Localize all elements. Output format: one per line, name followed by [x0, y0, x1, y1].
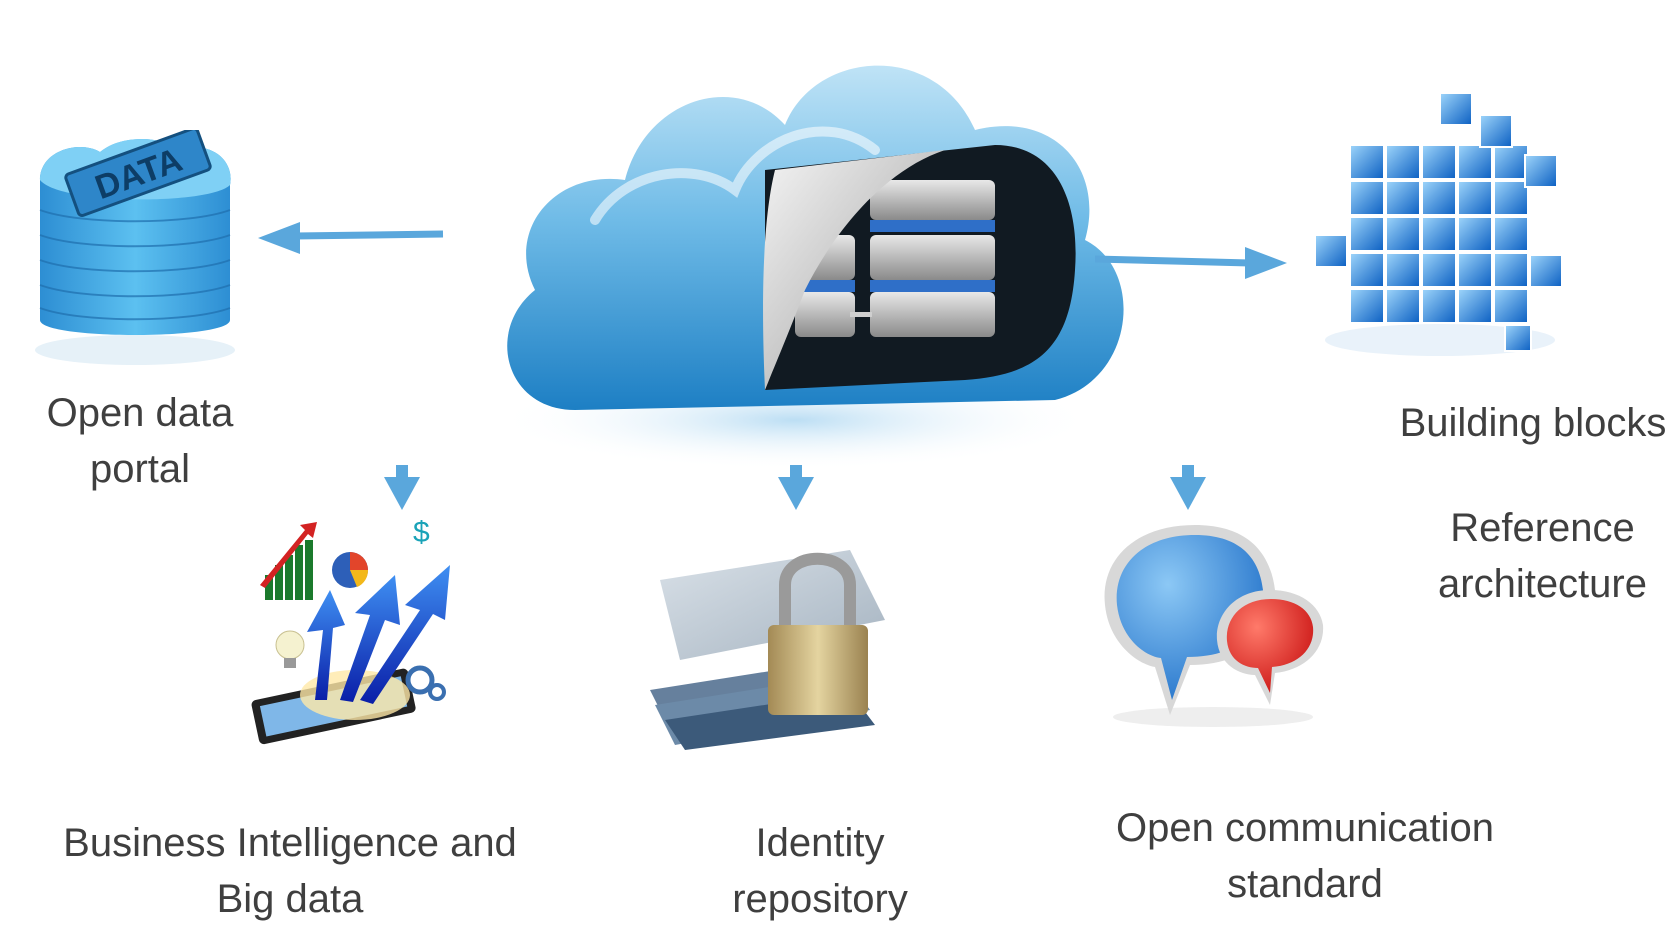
- arrow-right: [1095, 243, 1290, 283]
- label-building-blocks: Building blocks: [1388, 395, 1678, 451]
- label-open-data-portal-line2: portal: [89, 447, 191, 491]
- cube-blocks-icon: [1310, 85, 1570, 360]
- arrow-down-identity: [776, 465, 816, 513]
- label-reference-architecture: Reference architecture: [1410, 500, 1675, 612]
- speech-bubbles-icon: [1095, 515, 1330, 730]
- label-open-data-portal: Open data portal: [20, 385, 260, 497]
- label-business-intelligence-line1: Business Intelligence and: [63, 821, 517, 865]
- label-business-intelligence-line2: Big data: [216, 877, 364, 921]
- svg-text:$: $: [413, 516, 430, 549]
- label-open-communication-line1: Open communication: [1116, 806, 1494, 850]
- label-identity-repository-line1: Identity: [755, 821, 885, 865]
- label-building-blocks-text: Building blocks: [1399, 401, 1667, 445]
- label-reference-architecture-line2: architecture: [1438, 562, 1647, 606]
- padlock-icon: [650, 540, 890, 750]
- cloud-database-icon: [495, 30, 1145, 470]
- label-business-intelligence: Business Intelligence and Big data: [40, 815, 540, 927]
- data-stack-icon: DATA: [20, 130, 250, 370]
- label-open-data-portal-line1: Open data: [46, 391, 234, 435]
- label-identity-repository-line2: repository: [732, 877, 908, 921]
- label-open-communication-line2: standard: [1227, 862, 1383, 906]
- business-intelligence-icon: $: [245, 510, 480, 760]
- label-reference-architecture-line1: Reference: [1450, 506, 1635, 550]
- arrow-down-bi: [382, 465, 422, 513]
- arrow-left: [255, 218, 445, 258]
- label-open-communication: Open communication standard: [1085, 800, 1525, 912]
- arrow-down-communication: [1168, 465, 1208, 513]
- label-identity-repository: Identity repository: [680, 815, 960, 927]
